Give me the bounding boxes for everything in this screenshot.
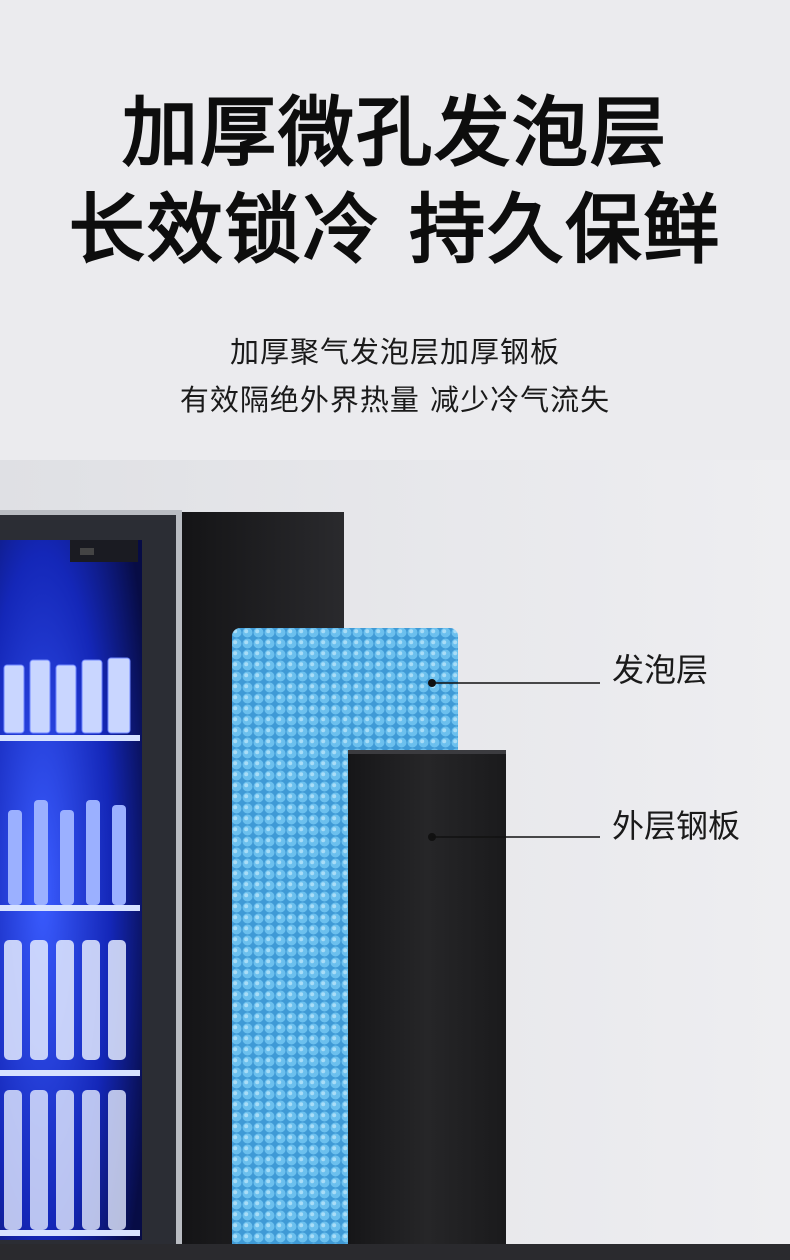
shelves: [0, 735, 140, 1236]
bottle-row-2: [4, 940, 126, 1060]
subtitle-line-1: 加厚聚气发泡层加厚钢板: [229, 335, 560, 369]
steel-plate-edge: [348, 750, 506, 754]
display-panel: [70, 540, 138, 562]
steel-plate-label: 外层钢板: [612, 807, 741, 845]
steel-plate: [348, 750, 506, 1260]
subtitle-line-2: 有效隔绝外界热量 减少冷气流失: [179, 383, 611, 417]
fridge-illustration: [0, 460, 790, 1260]
display-indicator: [80, 548, 94, 555]
bottom-bar: [0, 1244, 790, 1260]
foam-callout-line: [428, 679, 600, 687]
can-row: [3, 657, 131, 734]
foam-layer-label: 发泡层: [612, 651, 709, 689]
headline-line-1: 加厚微孔发泡层: [122, 88, 668, 177]
bottle-row-1: [8, 800, 126, 905]
headline-line-2: 长效锁冷 持久保鲜: [68, 185, 722, 274]
steel-callout-line: [428, 833, 600, 841]
bottle-row-3: [4, 1090, 126, 1230]
